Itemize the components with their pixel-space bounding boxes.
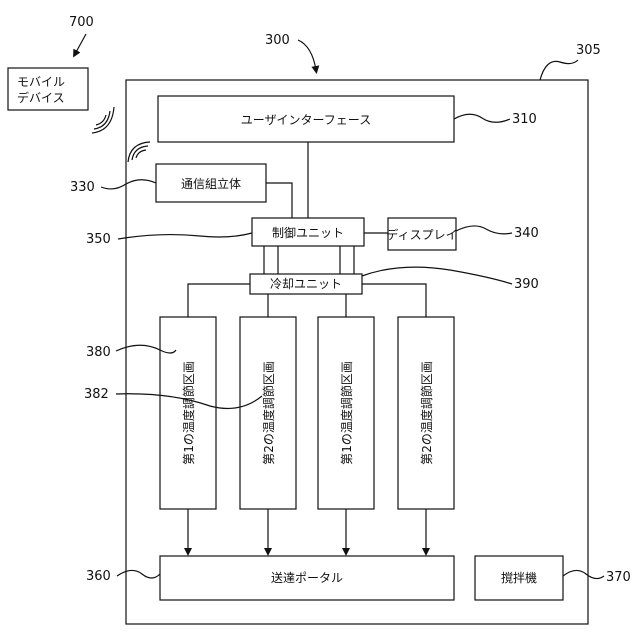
control-unit-label: 制御ユニット [272,225,344,240]
compartment-3-label: 第1の温度調節区画 [339,361,354,465]
user-interface-label: ユーザインターフェース [241,113,371,127]
communication-assembly-label: 通信組立体 [181,176,241,191]
outer-ref-leader [540,60,578,80]
compartment-2-label: 第2の温度調節区画 [261,361,276,465]
display-label: ディスプレイ [386,227,457,242]
cooling-unit-label: 冷却ユニット [270,277,342,291]
cooling-unit-ref: 390 [514,277,539,292]
outer-housing-ref: 305 [576,43,601,58]
delivery-portal-label: 送達ポータル [271,570,343,585]
control-unit-ref: 350 [86,232,111,247]
user-interface-ref: 310 [512,112,537,127]
mobile-device-label-2: デバイス [17,90,65,105]
system-ref: 300 [265,33,290,48]
delivery-portal-ref: 360 [86,569,111,584]
compartment-380-ref: 380 [86,345,111,360]
compartment-4-label: 第2の温度調節区画 [419,361,434,465]
agitator-ref: 370 [606,570,631,585]
agitator-label: 撹拌機 [501,570,537,585]
wireless-signal-icon [92,107,114,133]
compartment-382-ref: 382 [84,387,109,402]
communication-assembly-ref: 330 [70,180,95,195]
mobile-device-ref: 700 [69,15,94,30]
system-ref-arrow [298,40,316,70]
mobile-ref-arrow [75,34,86,54]
display-ref: 340 [514,226,539,241]
mobile-device-label-1: モバイル [17,75,65,89]
compartment-1-label: 第1の温度調節区画 [181,361,196,465]
